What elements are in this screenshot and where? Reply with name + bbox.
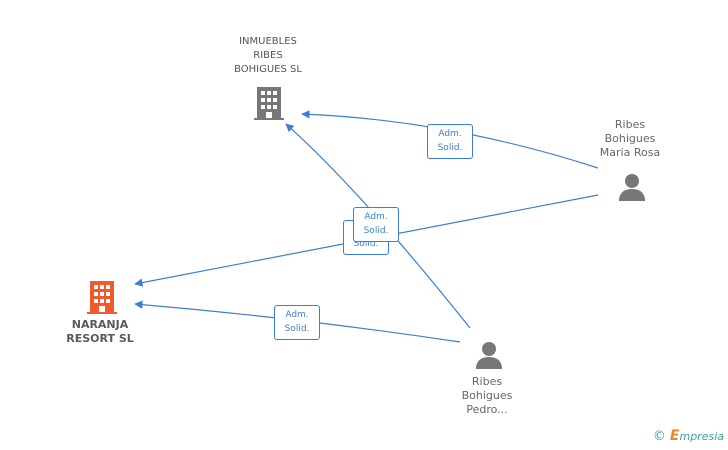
brand-initial: E — [669, 428, 680, 444]
building-icon[interactable] — [86, 279, 118, 315]
brand-rest: mpresia — [679, 430, 724, 443]
role-box-maria-rosa-naranja[interactable]: Adm. Solid. — [353, 207, 399, 242]
label-line: RIBES — [253, 50, 283, 61]
label-line: Pedro... — [466, 403, 508, 416]
company-label-naranja: NARANJA RESORT SL — [50, 318, 150, 346]
label-line: INMUEBLES — [239, 36, 297, 47]
copyright-symbol: © — [652, 428, 666, 444]
role-box-maria-rosa-inmuebles[interactable]: Adm. Solid. — [427, 124, 473, 159]
role-line: Solid. — [284, 324, 310, 334]
role-line: Solid. — [363, 226, 389, 236]
person-icon[interactable] — [617, 172, 647, 202]
label-line: Bohigues — [461, 389, 513, 402]
person-icon[interactable] — [474, 340, 504, 370]
person-label-pedro: Ribes Bohigues Pedro... — [437, 375, 537, 417]
role-line: Adm. — [438, 129, 462, 139]
role-box-pedro-naranja[interactable]: Adm. Solid. — [274, 305, 320, 340]
role-line: Solid. — [353, 239, 379, 249]
label-line: Ribes — [614, 118, 646, 131]
role-line: Adm. — [364, 212, 388, 222]
role-line: Solid. — [437, 143, 463, 153]
label-line: RESORT SL — [66, 332, 134, 345]
brand-footer: © Empresia — [653, 428, 724, 444]
role-line: Adm. — [285, 310, 309, 320]
label-line: Ribes — [471, 375, 503, 388]
label-line: Maria Rosa — [599, 146, 661, 159]
label-line: NARANJA — [71, 318, 129, 331]
company-label-inmuebles: INMUEBLES RIBES BOHIGUES SL — [218, 35, 318, 77]
person-label-maria-rosa: Ribes Bohigues Maria Rosa — [580, 118, 680, 160]
label-line: BOHIGUES SL — [234, 64, 302, 75]
building-icon[interactable] — [253, 85, 285, 121]
label-line: Bohigues — [604, 132, 656, 145]
brand-logo[interactable]: Empresia — [670, 428, 724, 444]
